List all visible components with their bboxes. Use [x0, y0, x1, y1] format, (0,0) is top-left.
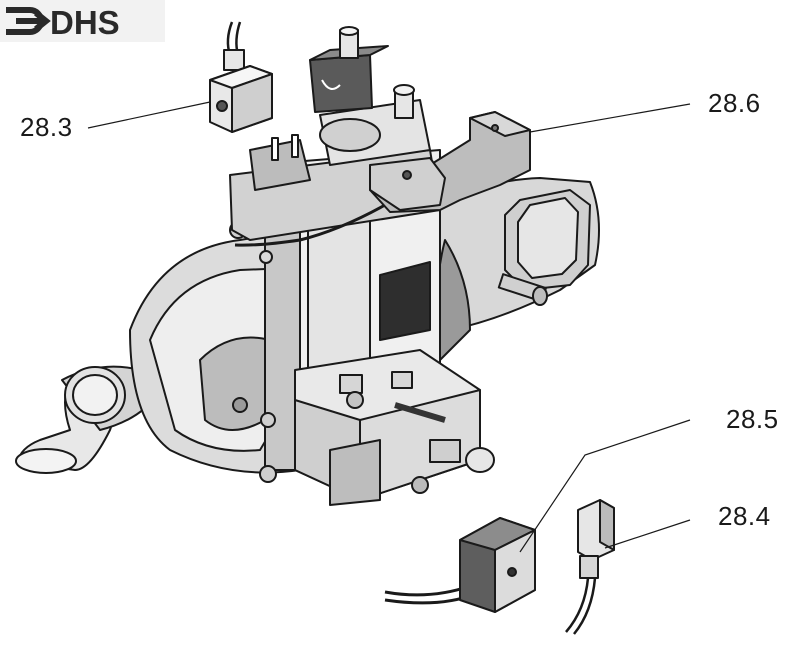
part-28-6-bracket [369, 111, 531, 213]
leader-28-5 [519, 419, 691, 553]
gas-valve-assembly [15, 26, 600, 506]
leader-28-3 [87, 101, 211, 129]
leader-lines [87, 101, 691, 553]
callout-28-4: 28.4 [718, 501, 771, 531]
callout-28-5: 28.5 [726, 404, 779, 434]
leader-28-4 [604, 519, 691, 549]
dhs-logo: DHS [0, 0, 165, 42]
arrow-logo-icon [6, 7, 51, 35]
part-28-5-sensor [384, 517, 536, 613]
part-28-3-connector [209, 21, 273, 133]
callout-28-3: 28.3 [20, 112, 73, 142]
part-28-4-plug [565, 499, 615, 635]
callout-28-6: 28.6 [708, 88, 761, 118]
logo-text: DHS [50, 4, 120, 41]
leader-28-6 [529, 103, 691, 133]
